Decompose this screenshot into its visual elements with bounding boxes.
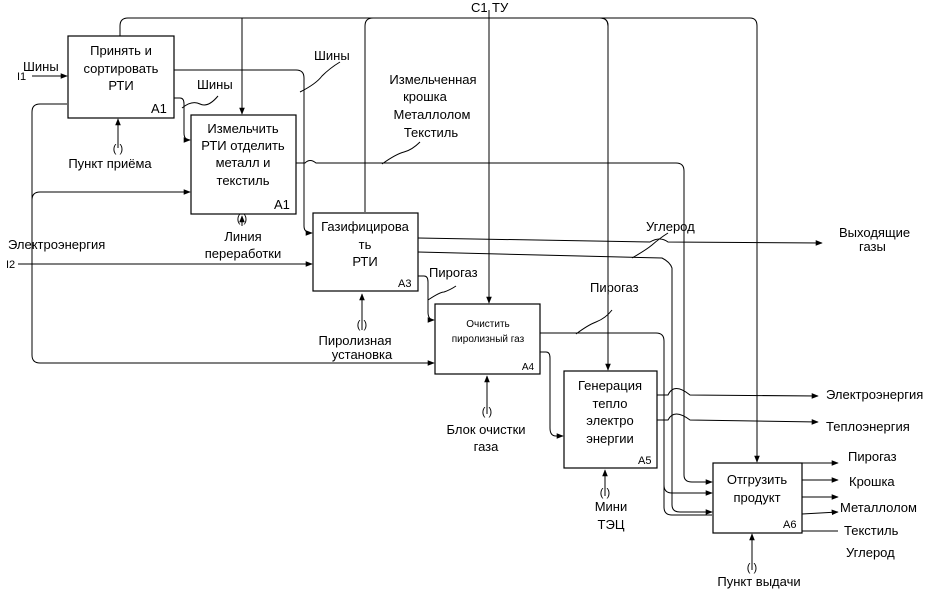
- arrow-electricity-out: [657, 388, 819, 399]
- svg-text:ть: ть: [359, 237, 372, 252]
- block-a1: Принять и сортировать РТИ A1: [67, 35, 175, 119]
- block-a3: Газифицирова ть РТИ A3: [312, 212, 419, 292]
- mech-label-a6: Пункт выдачи: [717, 574, 800, 589]
- svg-text:( ): ( ): [482, 406, 492, 418]
- mech-label-a4-2: газа: [474, 439, 500, 454]
- label-carbon: Углерод: [646, 219, 695, 234]
- arrow-a2-to-a6: [296, 160, 713, 485]
- control-bus-corner: [599, 17, 609, 27]
- block-a4-id: A4: [522, 362, 535, 373]
- squiggle-a1-a2: [181, 95, 219, 109]
- svg-text:сортировать: сортировать: [84, 61, 159, 76]
- mech-label-a1: Пункт приёма: [68, 156, 152, 171]
- svg-text:РТИ отделить: РТИ отделить: [201, 138, 285, 153]
- arrow-carbon-to-a6: [417, 251, 713, 515]
- label-out-carbon: Углерод: [846, 545, 895, 560]
- label-crumb-2: крошка: [403, 89, 448, 104]
- label-out-kroshka: Крошка: [849, 474, 895, 489]
- svg-text:энергии: энергии: [586, 431, 634, 446]
- block-a4: Очистить пиролизный газ A4: [434, 303, 541, 375]
- label-out-gases-2: газы: [859, 239, 886, 254]
- svg-text:тепло: тепло: [592, 396, 627, 411]
- arrow-heat-out: [657, 413, 819, 425]
- labels: C1 ТУ Шины I1 Электроэнергия I2 Пункт пр…: [6, 0, 923, 589]
- svg-text:( ): ( ): [747, 562, 757, 574]
- label-out-pirogaz: Пирогаз: [848, 449, 897, 464]
- label-shiny-a1-a3: Шины: [314, 48, 350, 63]
- mech-label-a5-2: ТЭЦ: [598, 517, 625, 532]
- svg-text:продукт: продукт: [733, 490, 780, 505]
- label-crumb-1: Измельченная: [389, 72, 476, 87]
- squiggle-carbon: [631, 232, 669, 259]
- svg-text:Газифицирова: Газифицирова: [321, 219, 410, 234]
- arrow-a4-to-a5: [540, 351, 564, 439]
- label-out-gases-1: Выходящие: [839, 225, 910, 240]
- label-crumb-4: Текстиль: [404, 125, 459, 140]
- arrow-out-textile: [801, 509, 839, 516]
- label-out-textile: Текстиль: [844, 523, 899, 538]
- label-input-i1: I1: [17, 71, 26, 83]
- svg-text:( ): ( ): [600, 487, 610, 499]
- arrow-gases-out: [417, 237, 823, 246]
- mech-label-a4-1: Блок очистки: [446, 422, 525, 437]
- block-a5-id: A5: [638, 455, 651, 467]
- arrow-a1-to-a2: [174, 97, 191, 143]
- squiggle-pirogaz-a3: [427, 285, 457, 301]
- svg-text:металл и: металл и: [216, 155, 271, 170]
- block-a3-id: A3: [398, 278, 411, 290]
- svg-text:( ): ( ): [113, 143, 123, 155]
- arrow-a4-to-a6-trunk: [540, 332, 712, 516]
- svg-text:( ): ( ): [357, 319, 367, 331]
- label-out-heat: Теплоэнергия: [826, 419, 910, 434]
- svg-text:Принять и: Принять и: [90, 43, 152, 58]
- svg-text:Генерация: Генерация: [578, 378, 642, 393]
- mech-label-a2-1: Линия: [224, 229, 261, 244]
- label-out-metal: Металлолом: [840, 500, 917, 515]
- mech-label-a2-2: переработки: [205, 246, 281, 261]
- svg-text:РТИ: РТИ: [108, 78, 133, 93]
- svg-text:Измельчить: Измельчить: [207, 121, 279, 136]
- label-pirogaz-a3: Пирогаз: [429, 265, 478, 280]
- power-to-a2: [31, 189, 191, 201]
- svg-text:РТИ: РТИ: [352, 254, 377, 269]
- mech-label-a3-1: Пиролизная: [318, 333, 391, 348]
- connection-lines: [18, 10, 839, 570]
- block-a2: Измельчить РТИ отделить металл и текстил…: [190, 114, 297, 215]
- label-input-i2: I2: [6, 259, 15, 271]
- arrow-a1-to-a3: [174, 69, 313, 236]
- label-input-shiny: Шины: [23, 59, 59, 74]
- label-crumb-3: Металлолом: [394, 107, 471, 122]
- label-shiny-a1-a2: Шины: [197, 77, 233, 92]
- arrow-a3-to-a4: [418, 275, 435, 323]
- label-out-electricity: Электроэнергия: [826, 387, 923, 402]
- arrow-a4-to-a6: [663, 470, 713, 496]
- label-pirogaz-a4: Пирогаз: [590, 280, 639, 295]
- label-ty: ТУ: [492, 0, 509, 15]
- block-a5: Генерация тепло электро энергии A5: [563, 370, 658, 469]
- block-a1-id: A1: [151, 101, 167, 116]
- label-input-electricity: Электроэнергия: [8, 237, 105, 252]
- block-a2-id: A1: [274, 197, 290, 212]
- label-c1: C1: [471, 0, 488, 15]
- squiggle-a1-a3: [299, 61, 341, 93]
- svg-text:текстиль: текстиль: [217, 173, 270, 188]
- squiggle-crumb: [381, 141, 421, 165]
- squiggle-pirogaz-a4: [575, 309, 613, 335]
- tunnel-markers: ( ) ( ) ( ) ( ) ( ) ( ): [113, 143, 757, 574]
- svg-text:электро: электро: [586, 413, 633, 428]
- block-a6-id: A6: [783, 519, 796, 531]
- svg-text:Отгрузить: Отгрузить: [727, 472, 788, 487]
- svg-text:пиролизный газ: пиролизный газ: [452, 334, 525, 345]
- mech-label-a5-1: Мини: [595, 499, 628, 514]
- block-a6: Отгрузить продукт A6: [712, 462, 803, 534]
- power-to-a4: [31, 103, 435, 366]
- svg-text:Очистить: Очистить: [466, 319, 510, 330]
- svg-text:( ): ( ): [237, 213, 247, 225]
- mech-label-a3-2: установка: [332, 347, 393, 362]
